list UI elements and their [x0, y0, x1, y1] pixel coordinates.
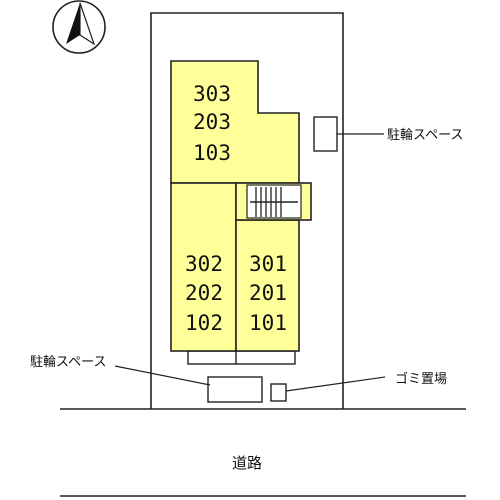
unit-number: 302 — [185, 252, 223, 276]
bicycle-space-right-label: 駐輪スペース — [387, 127, 463, 143]
unit-block-right — [235, 219, 300, 352]
unit-number: 202 — [185, 281, 223, 305]
unit-number: 203 — [193, 110, 231, 134]
leader-line — [114, 365, 211, 386]
unit-block-top — [170, 60, 300, 184]
site-boundary — [150, 12, 344, 409]
garbage-area — [270, 383, 287, 402]
garbage-area-label: ゴミ置場 — [395, 371, 447, 387]
unit-number: 301 — [249, 252, 287, 276]
building — [170, 60, 312, 352]
unit-number: 102 — [185, 311, 223, 335]
bicycle-space-left — [207, 376, 263, 403]
unit-block-left — [170, 182, 237, 352]
road-label: 道路 — [232, 454, 262, 472]
unit-number: 101 — [249, 311, 287, 335]
leader-line — [285, 376, 386, 392]
north-compass — [52, 0, 106, 54]
bicycle-space-right — [313, 116, 338, 152]
unit-number: 103 — [193, 141, 231, 165]
staircase — [235, 182, 312, 221]
porch-strip — [187, 350, 296, 365]
bicycle-space-left-label: 駐輪スペース — [30, 354, 106, 370]
north-arrow-icon — [66, 2, 96, 46]
unit-number: 201 — [249, 281, 287, 305]
unit-number: 303 — [193, 82, 231, 106]
